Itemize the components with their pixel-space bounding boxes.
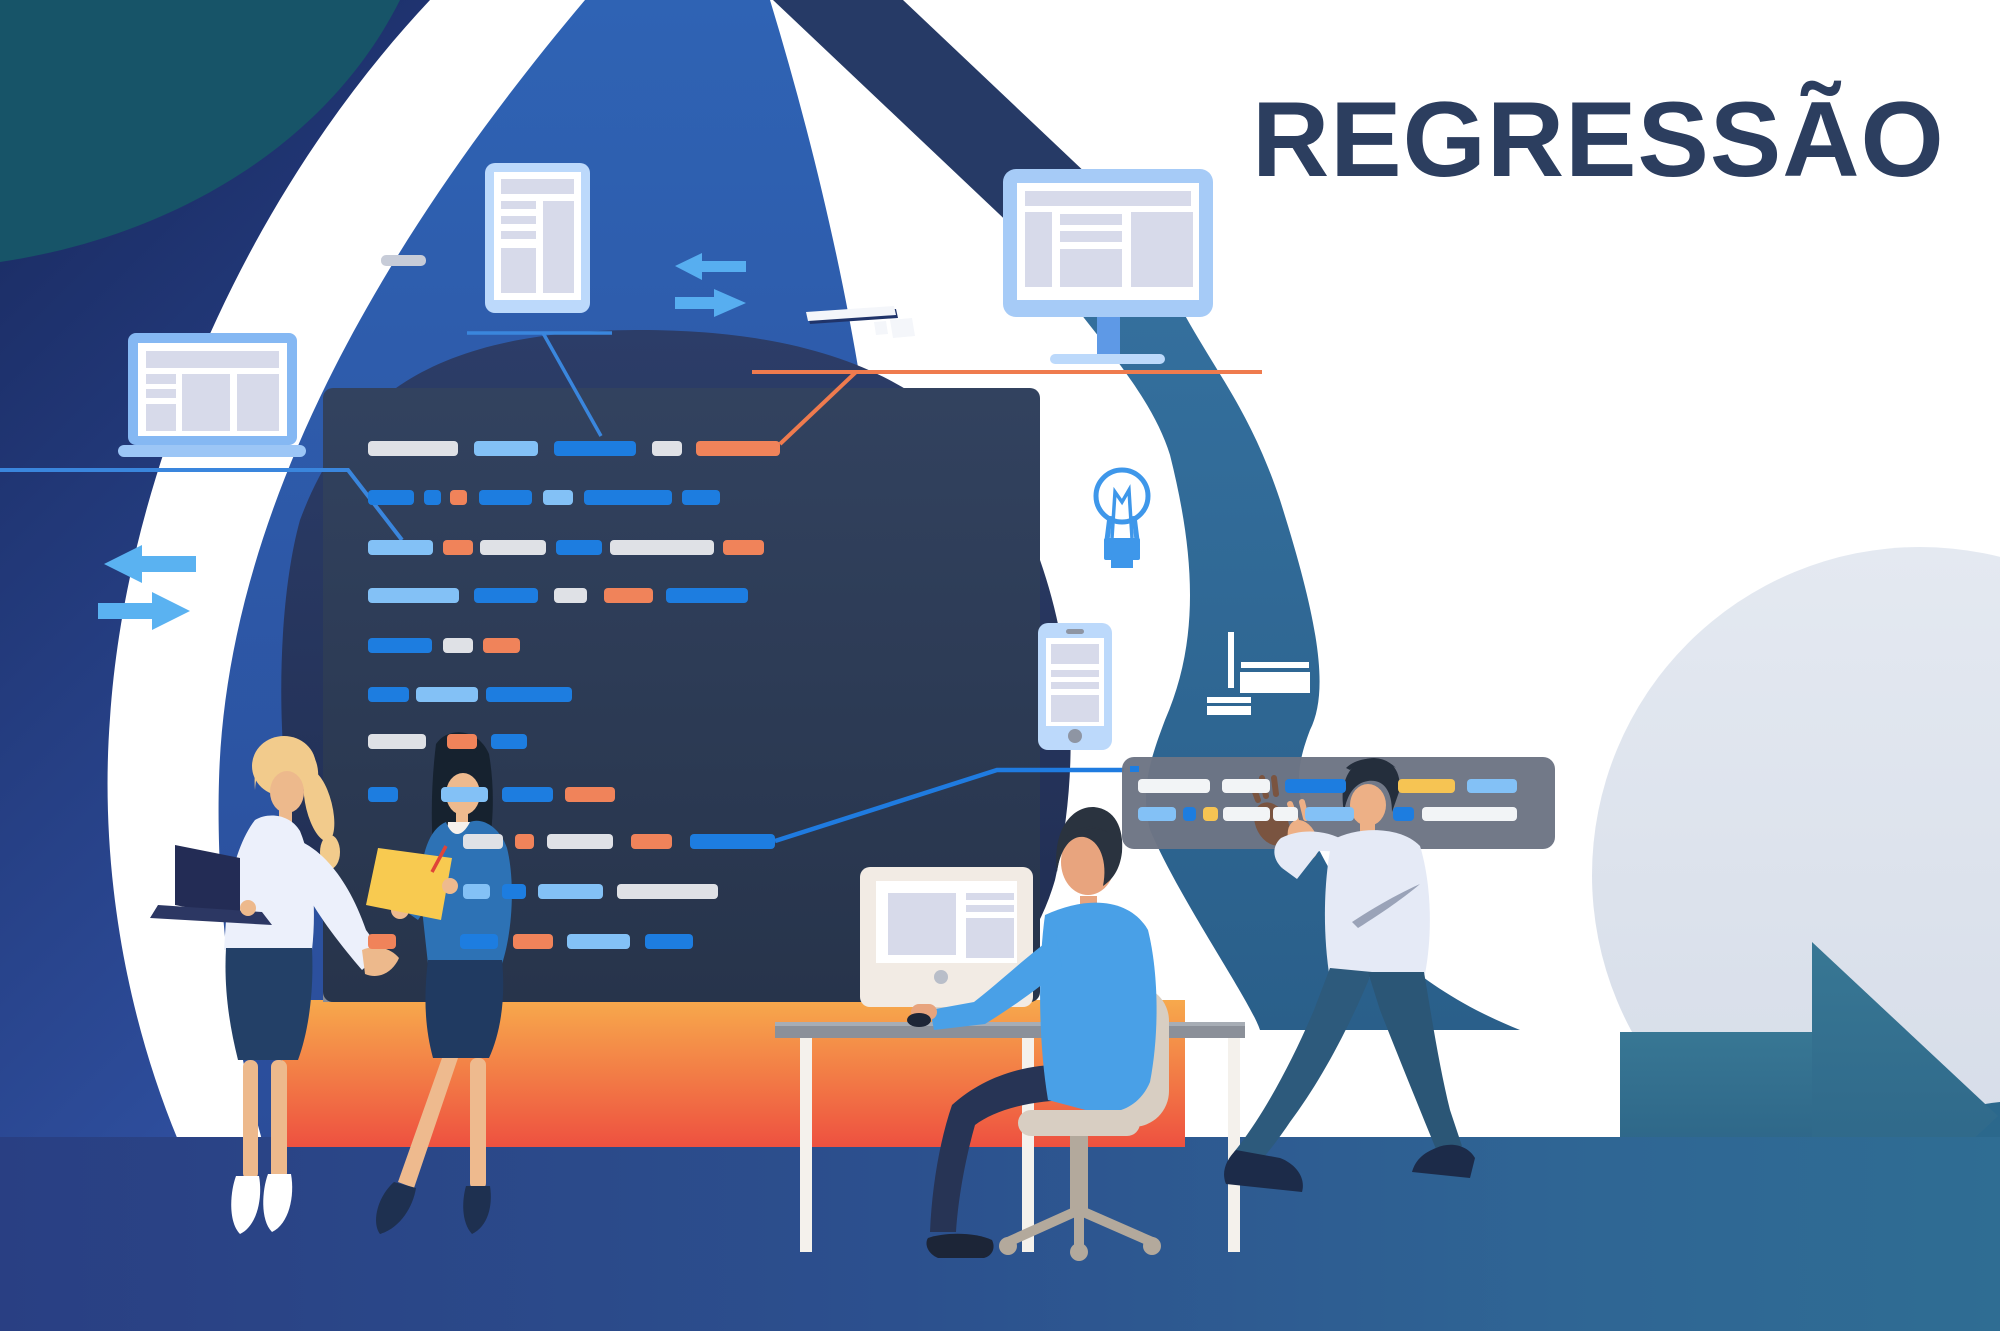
connector-lines	[0, 331, 1262, 844]
transfer-arrows-icon-top	[675, 253, 746, 317]
page-title: REGRESSÃO	[1252, 79, 1945, 199]
floating-bar-tick	[1130, 766, 1139, 772]
desk-and-sitting-man	[775, 806, 1245, 1261]
man-sitting-figure	[907, 806, 1157, 1258]
lightbulb-icon	[1093, 467, 1151, 568]
card-shapes-decoration	[1207, 632, 1310, 715]
monitor-icon	[1003, 169, 1213, 364]
floor	[0, 1137, 2000, 1331]
corner-teal-blob	[0, 0, 400, 262]
laptop-icon	[118, 333, 306, 457]
desktop-computer-icon	[860, 867, 1033, 1024]
small-dash	[381, 255, 426, 266]
teal-swoosh	[1016, 230, 1520, 1030]
smartphone-icon	[1038, 623, 1112, 750]
transfer-arrows-icon-left	[98, 545, 196, 630]
skewed-bars-decoration	[806, 306, 915, 338]
blonde-woman-figure	[150, 736, 399, 1234]
tablet-document-icon	[485, 163, 590, 313]
floating-code-bar	[1122, 757, 1555, 849]
